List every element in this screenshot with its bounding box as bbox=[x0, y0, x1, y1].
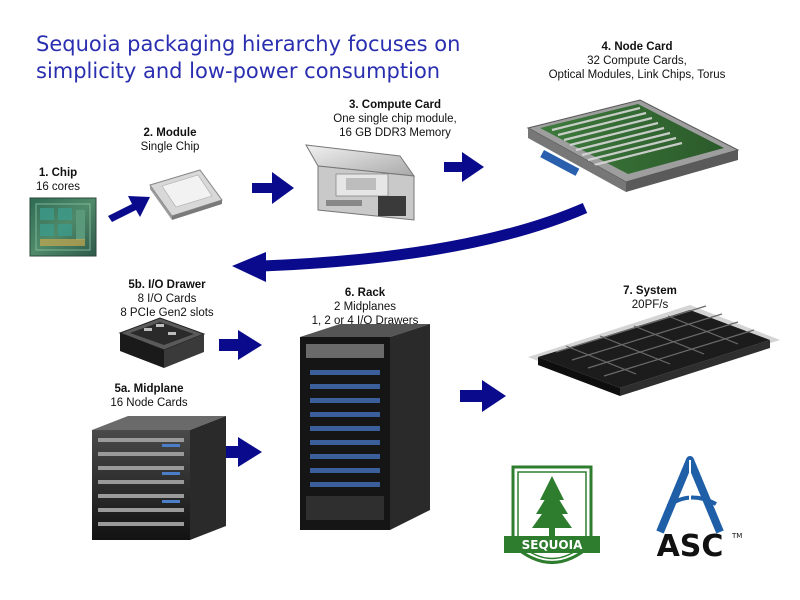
asc-logo-text: ASC bbox=[657, 529, 724, 564]
chip-detail-1: 16 cores bbox=[35, 181, 81, 193]
title-line-1: Sequoia packaging hierarchy focuses on bbox=[36, 32, 461, 56]
asc-logo: ASC TM bbox=[656, 456, 742, 564]
title-line-2: simplicity and low-power consumption bbox=[36, 59, 441, 83]
rack-label: 6. Rack 2 Midplanes 1, 2 or 4 I/O Drawer… bbox=[290, 286, 440, 328]
compute-card-detail-2: 16 GB DDR3 Memory bbox=[339, 127, 451, 139]
compute-card-image bbox=[305, 144, 416, 221]
midplane-label: 5a. Midplane 16 Node Cards bbox=[94, 382, 204, 410]
io-drawer-image bbox=[118, 317, 206, 368]
asc-trademark: TM bbox=[731, 532, 742, 540]
io-drawer-name: 5b. I/O Drawer bbox=[128, 279, 206, 291]
arrow-rack-to-system bbox=[460, 380, 506, 412]
midplane-detail-1: 16 Node Cards bbox=[110, 397, 188, 409]
system-label: 7. System 20PF/s bbox=[600, 284, 700, 312]
arrow-nodecard-to-iodrawer bbox=[232, 202, 588, 282]
chip-die-image bbox=[29, 197, 97, 257]
arrow-module-to-card bbox=[252, 172, 294, 204]
midplane-image bbox=[92, 416, 226, 540]
midplane-name: 5a. Midplane bbox=[114, 383, 184, 395]
node-card-detail-2: Optical Modules, Link Chips, Torus bbox=[548, 69, 726, 81]
sequoia-logo-text: SEQUOIA bbox=[522, 538, 583, 552]
compute-card-name: 3. Compute Card bbox=[348, 99, 441, 111]
module-image bbox=[149, 169, 223, 220]
module-label: 2. Module Single Chip bbox=[122, 126, 218, 154]
rack-image bbox=[300, 324, 430, 530]
system-image bbox=[528, 305, 780, 396]
arrow-iodrawer-to-rack bbox=[219, 330, 262, 360]
chip-name: 1. Chip bbox=[38, 167, 78, 179]
rack-detail-2: 1, 2 or 4 I/O Drawers bbox=[311, 315, 419, 327]
io-drawer-detail-1: 8 I/O Cards bbox=[137, 293, 197, 305]
redwood-tree-icon bbox=[532, 476, 572, 536]
module-name: 2. Module bbox=[143, 127, 197, 139]
rack-name: 6. Rack bbox=[344, 287, 386, 299]
node-card-image bbox=[526, 99, 740, 192]
compute-card-detail-1: One single chip module, bbox=[333, 113, 457, 125]
sequoia-logo: SEQUOIA bbox=[504, 465, 600, 564]
io-drawer-detail-2: 8 PCIe Gen2 slots bbox=[120, 307, 214, 319]
node-card-label: 4. Node Card 32 Compute Cards, Optical M… bbox=[512, 40, 762, 82]
system-detail-1: 20PF/s bbox=[631, 299, 669, 311]
arrow-card-to-nodecard bbox=[444, 152, 484, 182]
compute-card-label: 3. Compute Card One single chip module, … bbox=[300, 98, 490, 140]
arrow-midplane-to-rack bbox=[219, 437, 262, 467]
module-detail-1: Single Chip bbox=[140, 141, 200, 153]
chip-label: 1. Chip 16 cores bbox=[18, 166, 98, 194]
system-name: 7. System bbox=[623, 285, 677, 297]
io-drawer-label: 5b. I/O Drawer 8 I/O Cards 8 PCIe Gen2 s… bbox=[92, 278, 242, 320]
node-card-name: 4. Node Card bbox=[601, 41, 673, 53]
rack-detail-1: 2 Midplanes bbox=[333, 301, 396, 313]
node-card-detail-1: 32 Compute Cards, bbox=[587, 55, 687, 67]
arrow-chip-to-module bbox=[108, 196, 150, 222]
